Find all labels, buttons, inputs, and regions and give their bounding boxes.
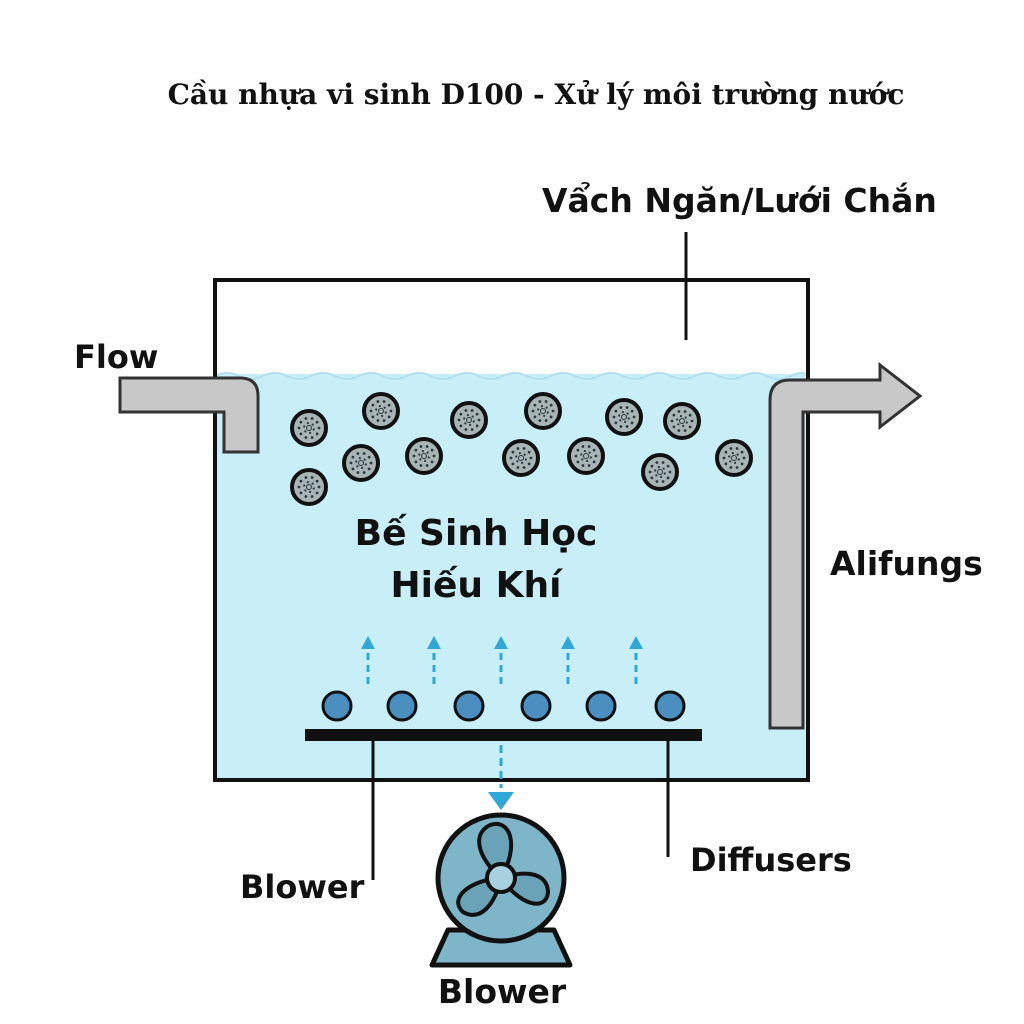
air-up-arrow-icon xyxy=(427,636,441,684)
bio-media-ball xyxy=(567,437,605,475)
water-surface xyxy=(214,372,809,380)
air-up-arrow-icon xyxy=(561,636,575,684)
air-up-arrow-icon xyxy=(361,636,375,684)
bio-media-ball xyxy=(502,439,540,477)
blower-fan-icon xyxy=(429,812,573,968)
air-bubble xyxy=(654,690,686,722)
bio-media-ball xyxy=(405,437,443,475)
tank-label-line1: Bế Sinh Học xyxy=(355,513,598,554)
air-bubble xyxy=(386,690,418,722)
bio-media-ball xyxy=(663,402,701,440)
bio-media-ball xyxy=(715,439,753,477)
baffle-label: Vẩch Ngăn/Lưới Chắn xyxy=(542,180,937,220)
bio-media-ball xyxy=(641,453,679,491)
diffusers-label: Diffusers xyxy=(690,841,852,879)
bio-media-balls xyxy=(290,392,753,506)
tank-outline xyxy=(213,278,810,782)
bio-media-ball xyxy=(362,392,400,430)
bio-media-ball xyxy=(524,392,562,430)
air-bubbles xyxy=(321,690,686,722)
outlet-pipe xyxy=(768,361,923,730)
air-bubble xyxy=(585,690,617,722)
diagram-title: Cầu nhựa vi sinh D100 - Xử lý môi trường… xyxy=(168,78,905,111)
bio-media-ball xyxy=(450,401,488,439)
bio-media-ball xyxy=(290,468,328,506)
air-bubble xyxy=(520,690,552,722)
bio-media-ball xyxy=(342,444,380,482)
air-up-arrow-icon xyxy=(629,636,643,684)
outlet-label: Alifungs xyxy=(830,544,983,583)
diffuser-bar xyxy=(305,729,702,741)
blower-left-label: Blower xyxy=(240,868,365,906)
air-supply-arrow-icon xyxy=(488,792,514,810)
air-bubble xyxy=(321,690,353,722)
bio-media-ball xyxy=(290,409,328,447)
air-bubble xyxy=(453,690,485,722)
flow-label: Flow xyxy=(74,338,158,376)
inlet-pipe xyxy=(118,376,260,454)
tank-label-line2: Hiếu Khí xyxy=(391,565,564,606)
air-up-arrow-icon xyxy=(494,636,508,684)
blower-bottom-label: Blower xyxy=(438,972,567,1011)
air-flow-arrows xyxy=(361,636,643,684)
bio-media-ball xyxy=(605,398,643,436)
